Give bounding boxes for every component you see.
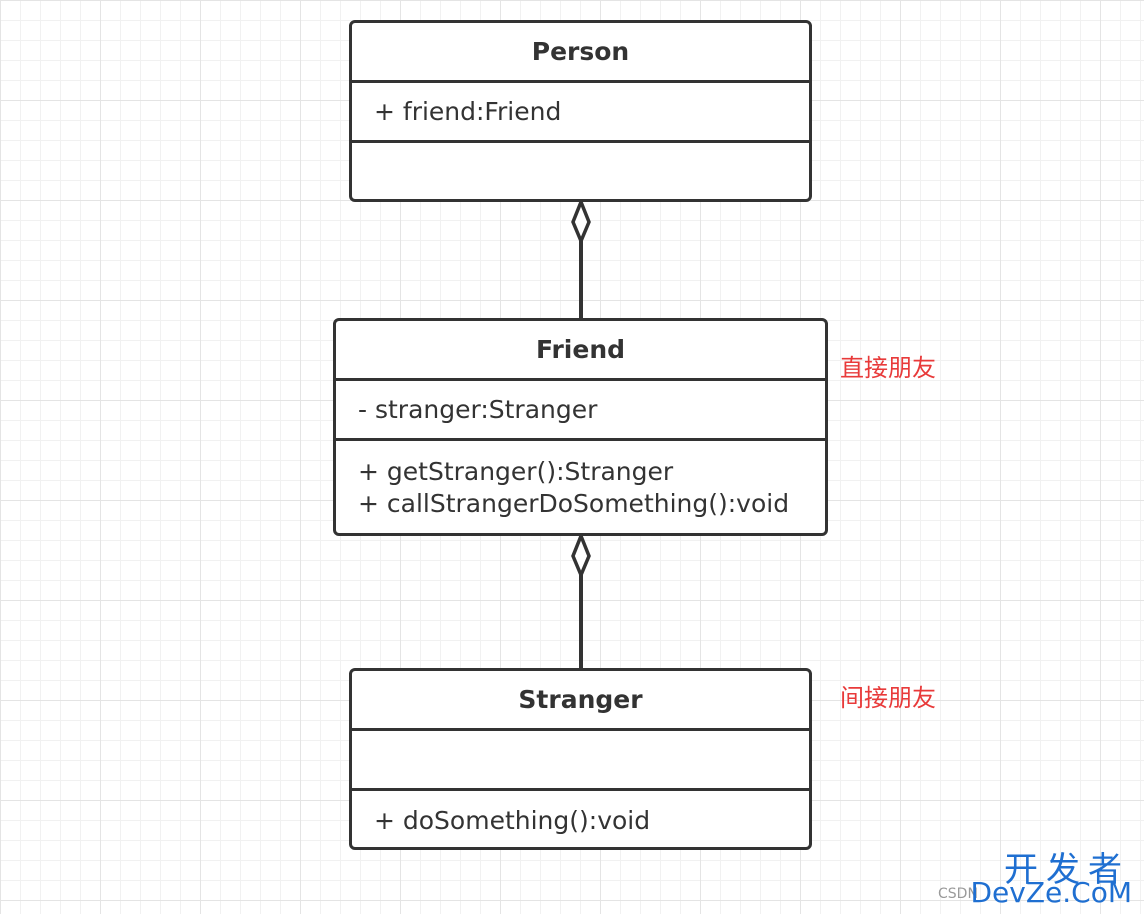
watermark: 开发者 CSDN DevZe.CoM: [938, 842, 1138, 912]
class-name: Stranger: [352, 671, 809, 731]
class-name: Friend: [336, 321, 825, 381]
method: + doSomething():void: [374, 806, 651, 835]
methods-section: [352, 143, 809, 199]
class-friend[interactable]: Friend - stranger:Stranger + getStranger…: [333, 318, 828, 536]
watermark-brand: DevZe.CoM: [970, 876, 1132, 909]
attributes-section: - stranger:Stranger: [336, 381, 825, 441]
methods-section: + doSomething():void: [352, 791, 809, 847]
attribute: + friend:Friend: [374, 96, 562, 126]
class-stranger[interactable]: Stranger + doSomething():void: [349, 668, 812, 850]
class-name: Person: [352, 23, 809, 83]
aggregation-diamond-person: [571, 197, 591, 246]
method: + callStrangerDoSomething():void: [358, 489, 790, 518]
methods-section: + getStranger():Stranger + callStrangerD…: [336, 441, 825, 533]
note-direct-friend: 直接朋友: [840, 354, 936, 382]
aggregation-diamond-friend: [571, 531, 591, 580]
attributes-section: + friend:Friend: [352, 83, 809, 143]
attribute: - stranger:Stranger: [358, 394, 598, 424]
class-person[interactable]: Person + friend:Friend: [349, 20, 812, 202]
method: + getStranger():Stranger: [358, 457, 674, 486]
watermark-csdn: CSDN: [938, 886, 978, 902]
watermark-title: 开发者: [1004, 850, 1130, 890]
note-indirect-friend: 间接朋友: [840, 684, 936, 712]
attributes-section: [352, 731, 809, 791]
